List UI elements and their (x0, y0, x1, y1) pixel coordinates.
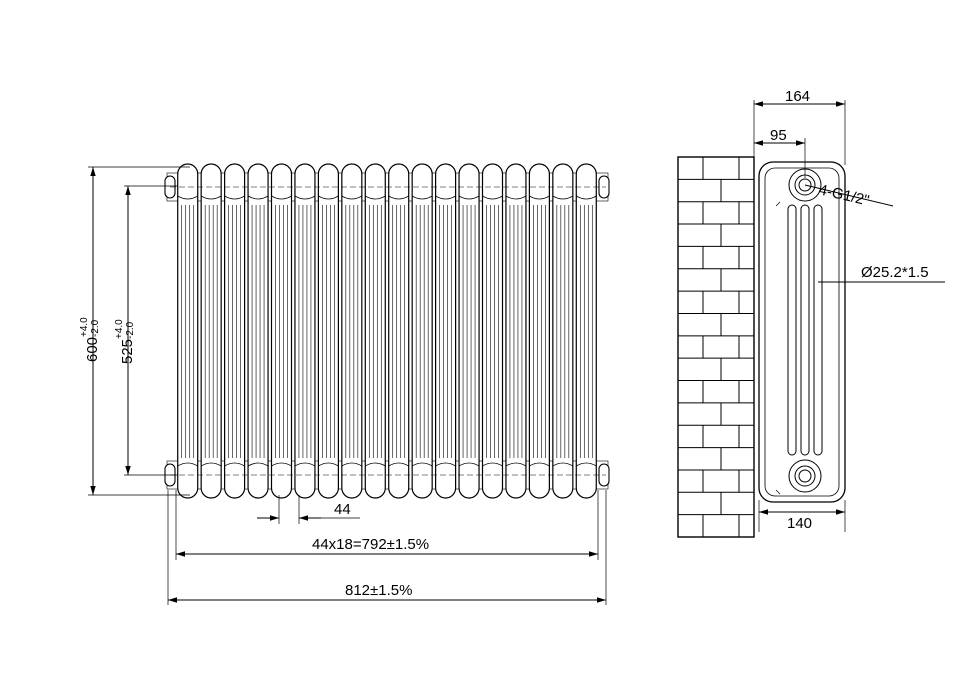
height-value: 600 (84, 337, 101, 362)
height-dimension-label: 600 +4.0 -2.0 (79, 317, 101, 362)
overall-length-label: 812±1.5% (345, 582, 412, 599)
radiator-section (317, 163, 339, 499)
connection-leader-line (804, 184, 894, 207)
radiator-side-profile (758, 161, 846, 503)
centers-value: 525 (119, 339, 136, 364)
connection-offset-label: 95 (770, 127, 787, 144)
radiator-columns (164, 163, 610, 499)
height-tolerance-lower: -2.0 (90, 319, 101, 337)
radiator-section (388, 163, 410, 499)
centers-tolerance-lower: -2.0 (125, 321, 136, 339)
radiator-section (294, 163, 316, 499)
radiator-depth-label: 140 (787, 515, 812, 532)
side-view: 164 95 4-G1/2" Ø25.2*1.5 140 (677, 88, 945, 538)
radiator-section (270, 163, 293, 499)
radiator-section (200, 163, 222, 499)
radiator-section (364, 163, 386, 499)
centers-dimension-label: 525 +4.0 -2.0 (114, 319, 136, 364)
brick-wall (677, 156, 755, 538)
depth-total-label: 164 (785, 88, 810, 105)
centers-tolerance-upper: +4.0 (114, 319, 125, 339)
radiator-section (552, 163, 574, 499)
radiator-section (247, 163, 269, 499)
radiator-section (458, 163, 480, 499)
radiator-section (177, 163, 199, 499)
radiator-section (341, 163, 363, 499)
pitch-total-label: 44x18=792±1.5% (312, 536, 429, 553)
radiator-section (411, 163, 433, 499)
front-view: 600 +4.0 -2.0 525 +4.0 -2.0 44 44x18=792… (79, 163, 610, 605)
radiator-section (575, 163, 597, 499)
radiator-section (505, 163, 527, 499)
radiator-section (528, 163, 550, 499)
radiator-section (481, 163, 504, 499)
pitch-label: 44 (334, 501, 351, 518)
radiator-section (435, 163, 457, 499)
height-tolerance-upper: +4.0 (79, 317, 90, 337)
radiator-section (224, 163, 246, 499)
tube-label: Ø25.2*1.5 (861, 264, 929, 281)
